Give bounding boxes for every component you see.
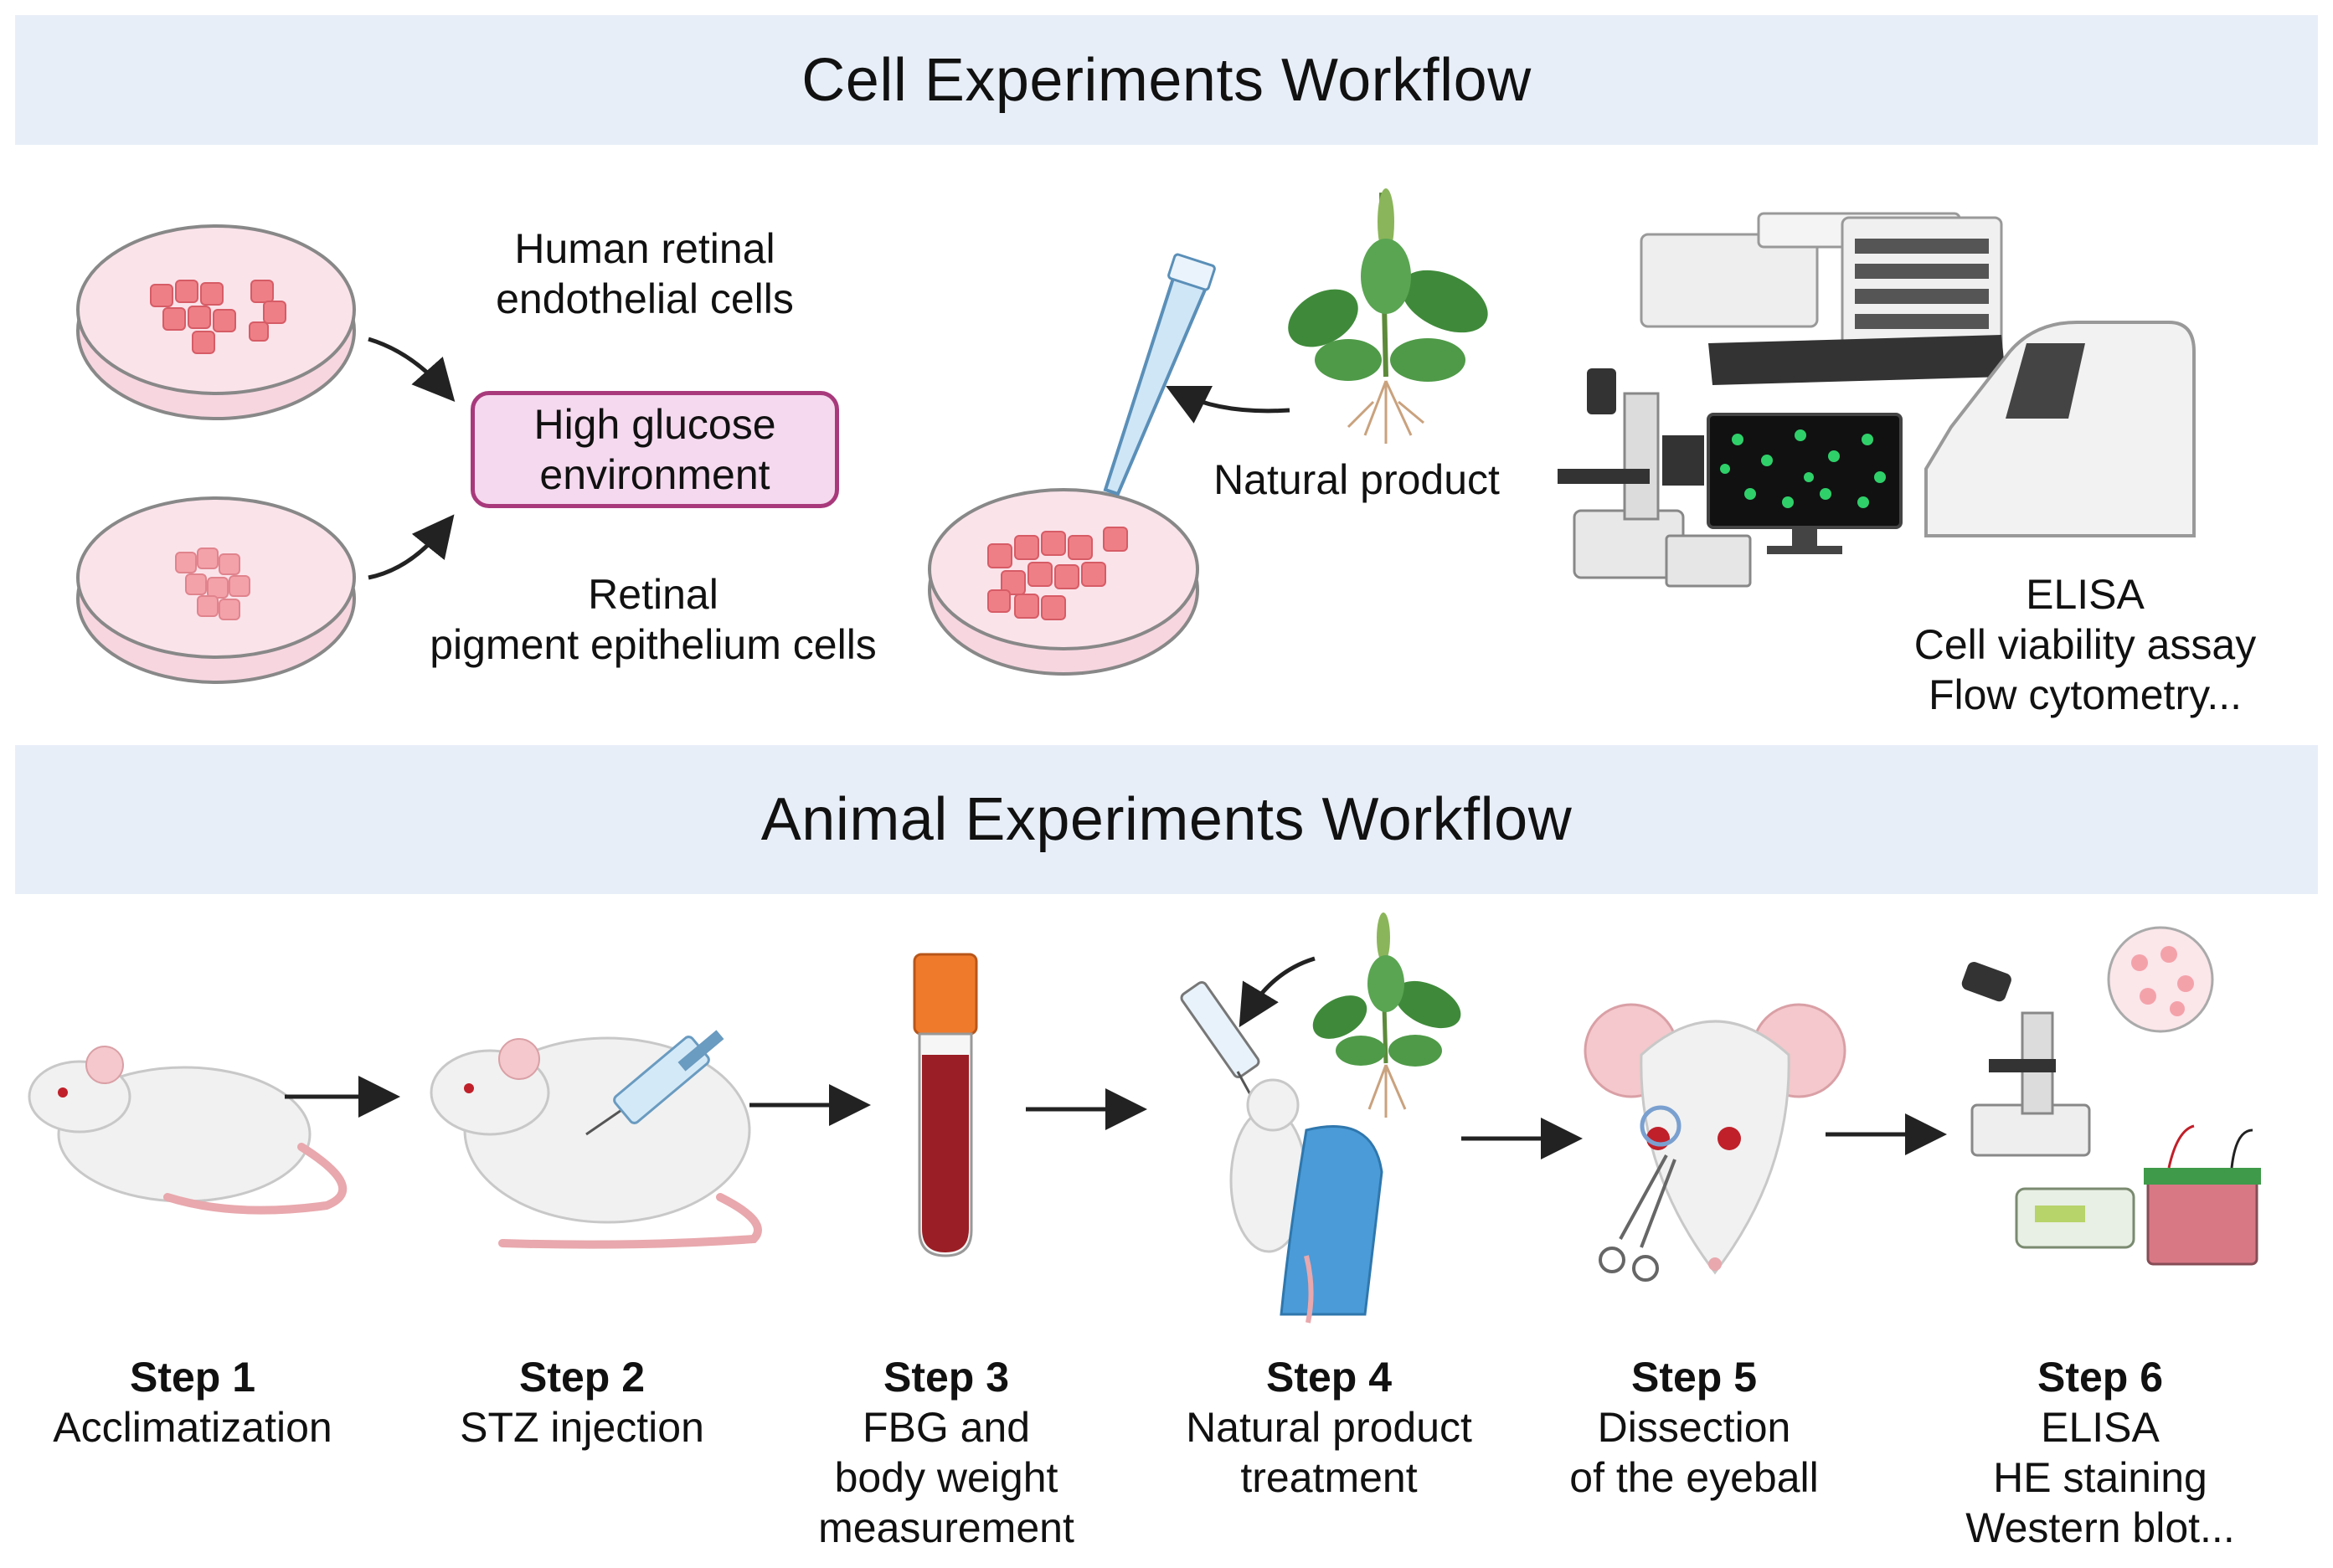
cell-workflow-title: Cell Experiments Workflow (801, 46, 1532, 114)
mouse-head-dissection-icon (1584, 1003, 1846, 1282)
natural-product-label: Natural product (1213, 456, 1500, 503)
treated-petri-dish-icon (928, 488, 1199, 676)
pipette-icon (1103, 253, 1216, 496)
plate-reader-icon (1640, 212, 2006, 385)
fluorescence-monitor-icon (1665, 413, 1903, 588)
step-1-label: Step 1 Acclimatization (53, 1354, 332, 1451)
endothelial-cells-label: Human retinal endothelial cells (496, 225, 794, 322)
step-6-label: Step 6 ELISA HE staining Western blot... (1965, 1354, 2235, 1551)
animal-workflow-banner: Animal Experiments Workflow (15, 745, 2318, 894)
step-5-label: Step 5 Dissection of the eyeball (1569, 1354, 1819, 1501)
petri-dish-endothelial-icon (76, 224, 356, 420)
syringe-icon (585, 1030, 724, 1136)
assays-label: ELISA Cell viability assay Flow cytometr… (1913, 571, 2257, 718)
oral-gavage-icon (1180, 980, 1383, 1324)
petri-dish-rpe-icon (76, 496, 356, 684)
step-2-label: Step 2 STZ injection (460, 1354, 704, 1451)
mouse-stz-injection-icon (430, 1036, 762, 1249)
microscope-icon (1558, 368, 1704, 579)
cell-workflow-banner: Cell Experiments Workflow (15, 15, 2318, 145)
plant-icon (1288, 188, 1488, 444)
western-blot-apparatus-icon (2015, 1124, 2261, 1266)
step-3-label: Step 3 FBG and body weight measurement (818, 1354, 1074, 1551)
mouse-acclimatization-icon (28, 1046, 348, 1215)
high-glucose-box: High glucose environment (471, 391, 839, 508)
rpe-cells-label: Retinal pigment epithelium cells (430, 571, 877, 668)
step-4-label: Step 4 Natural product treatment (1186, 1354, 1472, 1501)
plant-step4-icon (1312, 913, 1461, 1118)
cell-analyser-icon (1924, 321, 2196, 537)
animal-workflow-title: Animal Experiments Workflow (760, 786, 1573, 853)
microscope-step6-icon (1961, 926, 2214, 1157)
blood-tube-icon (913, 953, 978, 1257)
